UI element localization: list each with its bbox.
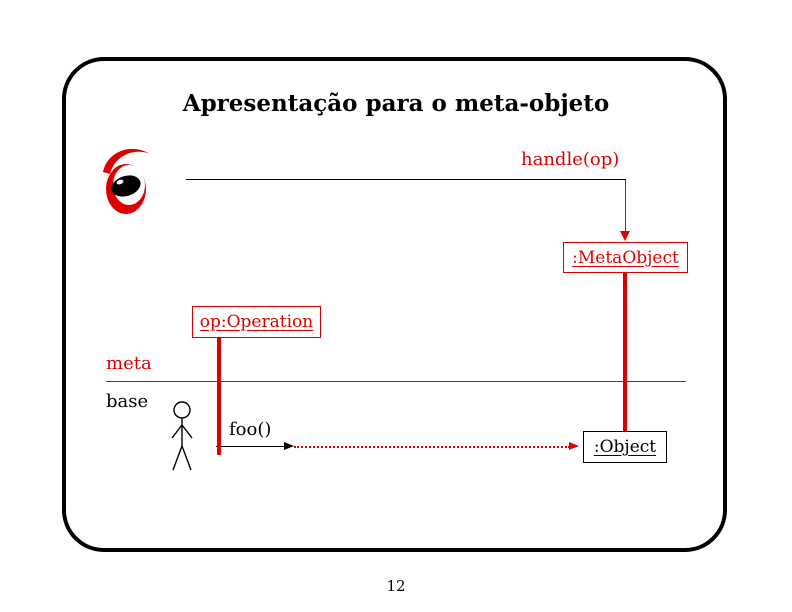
handle-arrow-head xyxy=(620,231,630,241)
slide-title: Apresentação para o meta-objeto xyxy=(182,90,610,117)
page-number: 12 xyxy=(386,577,406,595)
operation-box: op:Operation xyxy=(192,306,321,338)
handle-message-label: handle(op) xyxy=(521,149,620,170)
foo-message-label: foo() xyxy=(229,419,272,440)
actor-stick-figure-icon xyxy=(171,401,193,471)
foo-message-line xyxy=(216,446,286,447)
slide-frame xyxy=(62,57,727,552)
operation-label: op:Operation xyxy=(199,312,314,332)
handle-arrow-shaft xyxy=(625,180,626,232)
base-level-label: base xyxy=(106,391,149,412)
eye-logo-icon xyxy=(103,148,150,214)
metaobject-box: :MetaObject xyxy=(563,242,688,273)
object-label: :Object xyxy=(593,437,657,457)
meta-level-label: meta xyxy=(106,353,152,374)
metaobject-label: :MetaObject xyxy=(572,247,679,268)
handle-message-line xyxy=(186,179,626,180)
foo-arrow-head xyxy=(284,442,294,450)
object-box: :Object xyxy=(583,431,667,463)
metaobject-lifeline xyxy=(623,271,627,451)
operation-lifeline xyxy=(217,336,221,455)
forward-arrow-head xyxy=(569,442,579,450)
forward-dotted-line xyxy=(294,446,570,448)
meta-base-separator-line xyxy=(106,381,686,382)
